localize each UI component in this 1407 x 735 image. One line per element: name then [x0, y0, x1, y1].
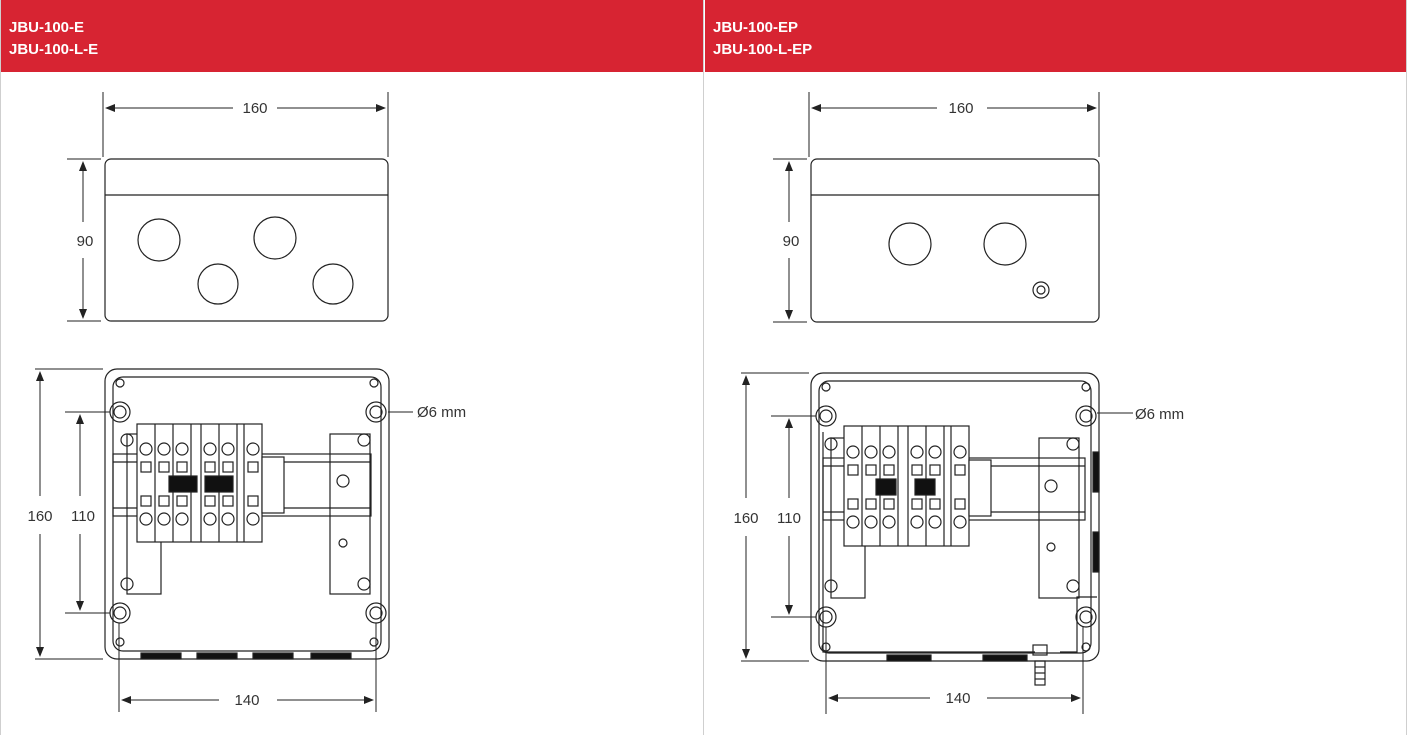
- model-title-primary: JBU-100-E: [9, 19, 85, 36]
- dim-label-side-height: 90: [77, 233, 94, 250]
- mounting-hole: [365, 401, 387, 423]
- dim-label-hole-vertical: 110: [71, 508, 95, 525]
- cable-entry-hole: [137, 218, 181, 262]
- dim-label-side-height: 90: [783, 233, 800, 250]
- terminal-blocks: [843, 425, 992, 547]
- model-title-secondary: JBU-100-L-EP: [713, 41, 813, 58]
- side-view: [810, 158, 1100, 323]
- dim-label-width: 160: [242, 100, 267, 117]
- dimension-lines-front: [741, 372, 1133, 714]
- dim-label-hole-horizontal: 140: [945, 690, 970, 707]
- front-view: [810, 372, 1100, 686]
- dimension-lines-side: [67, 92, 389, 322]
- technical-drawing: 160 90 160 110 140 Ø6 mm: [733, 92, 1184, 714]
- panel-jbu-100-ep: JBU-100-EP JBU-100-L-EP: [705, 0, 1407, 735]
- hole-diameter-label: Ø6 mm: [417, 404, 466, 421]
- panel-header: JBU-100-EP JBU-100-L-EP: [705, 0, 1406, 72]
- dim-label-width: 160: [948, 100, 973, 117]
- dimension-lines-front: [35, 368, 413, 712]
- cable-entry-hole: [983, 222, 1027, 266]
- side-view: [104, 158, 389, 322]
- terminal-blocks: [136, 423, 285, 543]
- dim-label-hole-horizontal: 140: [234, 692, 259, 709]
- cable-entry-hole: [197, 263, 239, 305]
- technical-drawing: 160 90 160 110 140 Ø6 mm: [27, 92, 466, 712]
- mounting-hole: [1075, 606, 1097, 628]
- hole-diameter-label: Ø6 mm: [1135, 406, 1184, 423]
- dim-label-hole-vertical: 110: [777, 510, 801, 527]
- panel-header: JBU-100-E JBU-100-L-E: [1, 0, 703, 72]
- dim-label-front-height: 160: [27, 508, 52, 525]
- earth-stud-icon: [1032, 281, 1050, 299]
- dim-label-front-height: 160: [733, 510, 758, 527]
- mounting-hole: [365, 602, 387, 624]
- front-view: [104, 368, 390, 660]
- model-title-secondary: JBU-100-L-E: [9, 41, 99, 58]
- mounting-hole: [1075, 405, 1097, 427]
- cable-entry-hole: [312, 263, 354, 305]
- model-title-primary: JBU-100-EP: [713, 19, 799, 36]
- panel-jbu-100-e: JBU-100-E JBU-100-L-E: [0, 0, 704, 735]
- dimension-lines-side: [773, 92, 1100, 323]
- cable-entry-hole: [888, 222, 932, 266]
- cable-entry-hole: [253, 216, 297, 260]
